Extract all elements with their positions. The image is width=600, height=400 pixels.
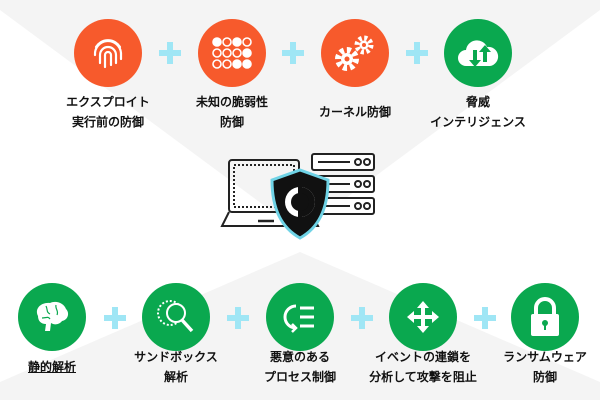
plus-icon (351, 307, 373, 329)
shield-logo-icon (270, 168, 330, 240)
arrows-move-icon (407, 301, 439, 333)
server-icon (311, 153, 375, 215)
padlock-icon (531, 297, 559, 336)
label-unknown-vulnerability: 未知の脆弱性防御 (195, 95, 268, 129)
label-event-chain-analysis: イベントの連鎖を分析して攻撃を阻止 (369, 350, 477, 384)
label-ransomware-protection: ランサムウェア防御 (503, 350, 587, 384)
brain-circle (18, 283, 86, 351)
cloud-sync-circle (444, 19, 512, 87)
label-threat-intelligence: 脅威インテリジェンス (430, 95, 526, 129)
cloud-sync-icon (458, 40, 499, 67)
dot-grid-circle (198, 19, 266, 87)
process-control-circle (266, 283, 334, 351)
label-sandbox-analysis: サンドボックス解析 (134, 350, 218, 384)
label-static-analysis[interactable]: 静的解析 (27, 360, 76, 374)
label-kernel-protection: カーネル防御 (318, 105, 391, 119)
plus-icon (282, 42, 304, 64)
plus-icon (227, 307, 249, 329)
process-control-icon (283, 304, 314, 333)
globe-search-circle (142, 283, 210, 351)
dot-grid-icon (212, 37, 252, 69)
fingerprint-icon (93, 39, 123, 69)
gears-circle (321, 19, 389, 87)
arrows-move-circle (389, 283, 457, 351)
gears-icon (335, 35, 374, 71)
plus-icon (474, 307, 496, 329)
plus-icon (159, 42, 181, 64)
padlock-circle (511, 283, 579, 351)
label-malicious-process-control: 悪意のあるプロセス制御 (263, 350, 336, 384)
endpoint-server-shield-illustration (220, 153, 375, 240)
globe-search-icon (157, 300, 194, 333)
fingerprint-circle (74, 19, 142, 87)
plus-icon (104, 307, 126, 329)
label-exploit-prevention: エクスプロイト実行前の防御 (66, 95, 150, 129)
plus-icon (406, 42, 428, 64)
brain-icon (36, 301, 69, 331)
